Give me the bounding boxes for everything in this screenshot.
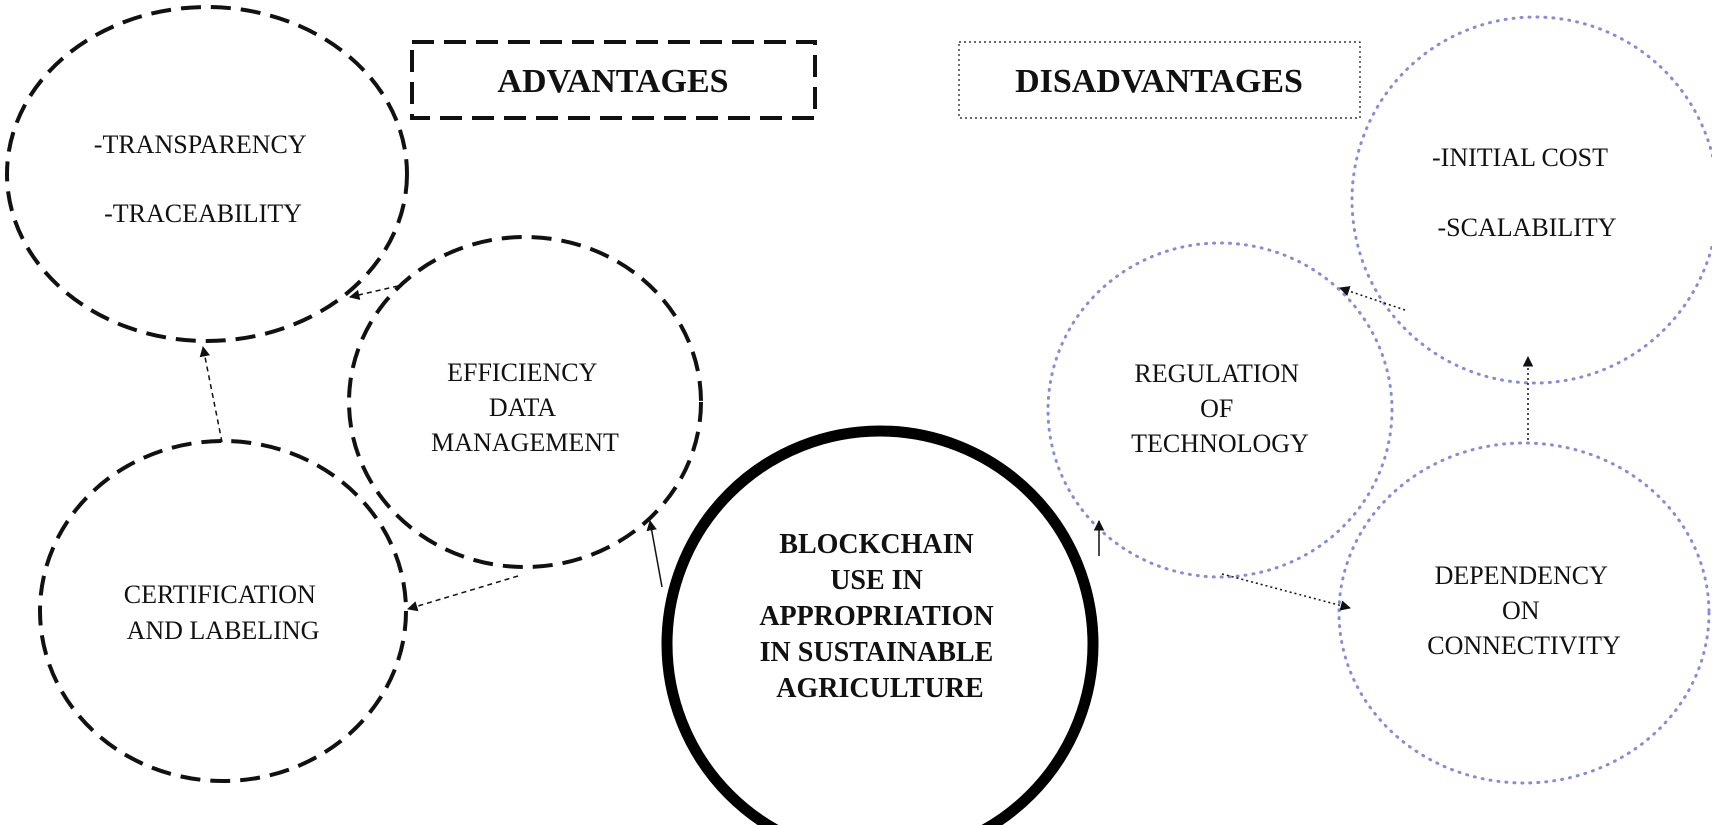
svg-text:-INITIAL COST -SCALABILITY: -INITIAL COST -SCALABILITY <box>1432 143 1617 242</box>
regulation-text: REGULATION <box>1134 359 1299 388</box>
center-line-3: APPROPRIATION <box>759 601 993 632</box>
center-line-2: USE IN <box>830 565 923 596</box>
svg-text:CERTIFICATION AND LABELING: CERTIFICATION AND LABELING <box>124 580 323 645</box>
labeling-text: AND LABELING <box>127 616 320 645</box>
traceability-text: -TRACEABILITY <box>104 199 302 228</box>
initial-cost-text: -INITIAL COST <box>1432 143 1608 172</box>
arrow-cost-to-regulation <box>1339 286 1406 311</box>
arrow-regulation-to-connectivity <box>1221 573 1352 611</box>
svg-text:DEPENDENCY ON CONNECTI: DEPENDENCY ON CONNECTIVITY <box>1427 561 1621 660</box>
center-line-4: IN SUSTAINABLE <box>760 637 994 668</box>
center-line-5: AGRICULTURE <box>776 673 983 704</box>
advantages-heading: ADVANTAGES <box>497 63 728 100</box>
data-text: DATA <box>489 393 556 422</box>
transparency-text: -TRANSPARENCY <box>94 130 307 159</box>
certification-circle <box>38 439 408 783</box>
connectivity-text: CONNECTIVITY <box>1427 631 1621 660</box>
center-blockchain-circle <box>661 425 1099 825</box>
advantages-heading-box <box>410 40 817 120</box>
transparency-traceability-circle <box>5 5 409 343</box>
center-line-1: BLOCKCHAIN <box>779 529 973 560</box>
disadvantages-heading: DISADVANTAGES <box>1015 63 1303 100</box>
on-text: ON <box>1502 596 1540 625</box>
arrow-certification-to-transparency <box>199 345 223 443</box>
certification-text: CERTIFICATION <box>124 580 316 609</box>
of-text: OF <box>1200 394 1233 423</box>
disadvantages-heading-box <box>958 41 1361 119</box>
svg-text:EFFICIENCY DATA MANAGE: EFFICIENCY DATA MANAGEMENT <box>431 358 619 457</box>
efficiency-circle <box>347 235 703 569</box>
technology-text: TECHNOLOGY <box>1131 429 1309 458</box>
management-text: MANAGEMENT <box>431 428 619 457</box>
cost-scalability-circle <box>1350 15 1712 385</box>
dependency-text: DEPENDENCY <box>1435 561 1609 590</box>
arrow-efficiency-to-certification <box>406 575 519 612</box>
arrow-center-to-efficiency <box>646 519 663 588</box>
scalability-text: -SCALABILITY <box>1437 213 1616 242</box>
svg-text:-TRANSPARENCY -TRACEABILIT: -TRANSPARENCY -TRACEABILITY <box>94 130 312 228</box>
efficiency-text: EFFICIENCY <box>447 358 597 387</box>
connectivity-circle <box>1337 441 1711 785</box>
svg-text:REGULATION OF TECHNOLO: REGULATION OF TECHNOLOGY <box>1131 359 1309 458</box>
svg-text:BLOCKCHAIN USE IN APPR: BLOCKCHAIN USE IN APPROPRIATION IN SUSTA… <box>759 529 1000 704</box>
regulation-circle <box>1046 241 1394 579</box>
